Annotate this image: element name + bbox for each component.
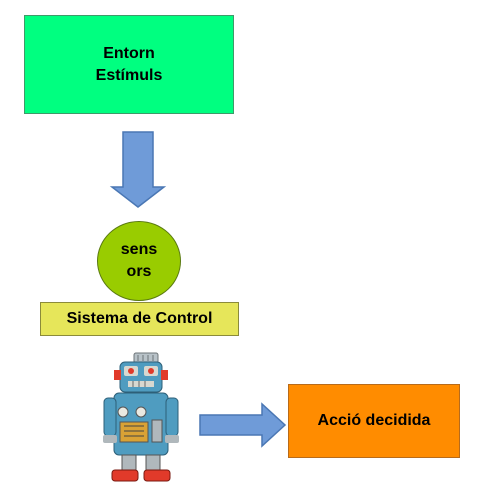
toy-robot-icon: [103, 352, 179, 482]
control-system-box: Sistema de Control: [40, 302, 239, 336]
sensors-label-line1: sens: [120, 241, 158, 258]
down-arrow: [109, 131, 167, 208]
sensors-circle: sens ors: [97, 221, 181, 301]
control-system-label: Sistema de Control: [66, 310, 213, 327]
decided-action-box: Acció decidida: [288, 384, 460, 458]
sensors-label-line2: ors: [126, 263, 152, 280]
environment-label: Entorn: [103, 44, 155, 62]
decided-action-label: Acció decidida: [317, 412, 431, 429]
right-arrow: [199, 402, 287, 448]
stimuli-label: Estímuls: [95, 66, 163, 84]
environment-stimuli-box: Entorn Estímuls: [24, 15, 234, 114]
